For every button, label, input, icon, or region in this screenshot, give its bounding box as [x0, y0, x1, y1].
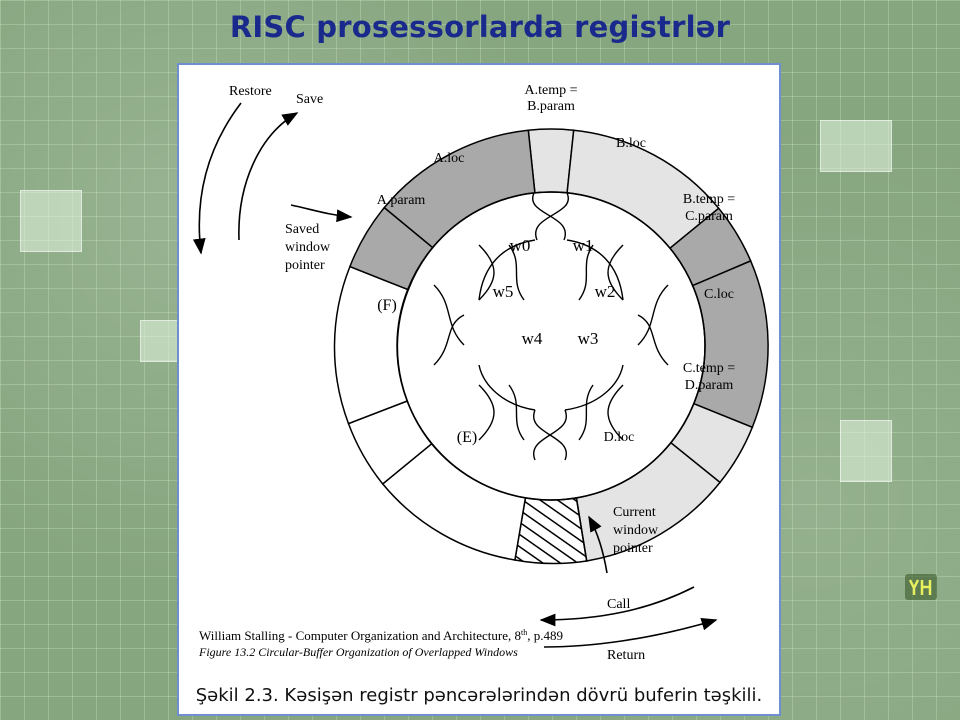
window-w5: w5	[493, 282, 514, 301]
source-superscript: th	[521, 628, 527, 637]
svg-text:William Stalling - Computer Or: William Stalling - Computer Organization…	[199, 628, 563, 643]
segment-c-loc	[691, 259, 769, 429]
figure-panel: A.temp = B.param B.loc B.temp = C.param …	[177, 63, 781, 716]
save-arrow	[238, 112, 299, 241]
label-f: (F)	[377, 297, 397, 314]
window-w0: w0	[510, 236, 531, 255]
label-b-param: B.param	[527, 99, 575, 114]
restore-arrow	[192, 102, 242, 255]
label-a-param: A.param	[377, 193, 426, 208]
segment-a-temp	[527, 128, 575, 194]
current-pointer-label: window	[613, 523, 659, 538]
inner-ring	[396, 191, 706, 501]
window-overlap-lines	[433, 192, 669, 461]
saved-pointer-label: pointer	[285, 258, 325, 273]
segment-current-window	[514, 497, 588, 565]
saved-pointer-label: Saved	[285, 222, 319, 237]
save-label: Save	[296, 92, 323, 107]
label-e: (E)	[457, 429, 477, 446]
slide-title: RISC prosessorlarda registrlər	[229, 10, 731, 44]
saved-pointer-arrow	[290, 204, 353, 223]
window-w1: w1	[573, 236, 594, 255]
label-c-param: C.param	[685, 209, 733, 224]
current-pointer-label: pointer	[613, 541, 653, 556]
label-c-temp: C.temp =	[683, 361, 735, 376]
logo-badge-icon	[905, 574, 937, 600]
call-label: Call	[607, 597, 630, 612]
return-arrow	[543, 617, 718, 648]
call-arrow	[539, 586, 695, 627]
restore-label: Restore	[229, 84, 272, 99]
saved-pointer-label: window	[285, 240, 331, 255]
label-b-temp: B.temp =	[683, 192, 735, 207]
label-d-param: D.param	[685, 378, 734, 393]
figure-caption: Şəkil 2.3. Kəsişən registr pəncərələrind…	[195, 685, 763, 706]
circular-buffer-diagram: A.temp = B.param B.loc B.temp = C.param …	[192, 83, 769, 663]
label-c-loc: C.loc	[704, 287, 734, 302]
current-pointer-label: Current	[613, 505, 656, 520]
label-b-loc: B.loc	[616, 136, 646, 151]
board-chip	[820, 120, 892, 172]
label-d-loc: D.loc	[604, 430, 635, 445]
board-chip	[840, 420, 892, 482]
return-label: Return	[607, 648, 645, 663]
window-w2: w2	[595, 282, 616, 301]
window-w4: w4	[522, 329, 543, 348]
source-page: , p.489	[527, 628, 563, 643]
source-line-2: Figure 13.2 Circular-Buffer Organization…	[198, 645, 518, 659]
board-chip	[140, 320, 178, 362]
label-a-temp: A.temp =	[525, 83, 578, 98]
window-w3: w3	[578, 329, 599, 348]
label-a-loc: A.loc	[434, 151, 465, 166]
board-chip	[20, 190, 82, 252]
current-pointer-arrow	[588, 515, 608, 574]
source-line-1: William Stalling - Computer Organization…	[199, 628, 521, 643]
